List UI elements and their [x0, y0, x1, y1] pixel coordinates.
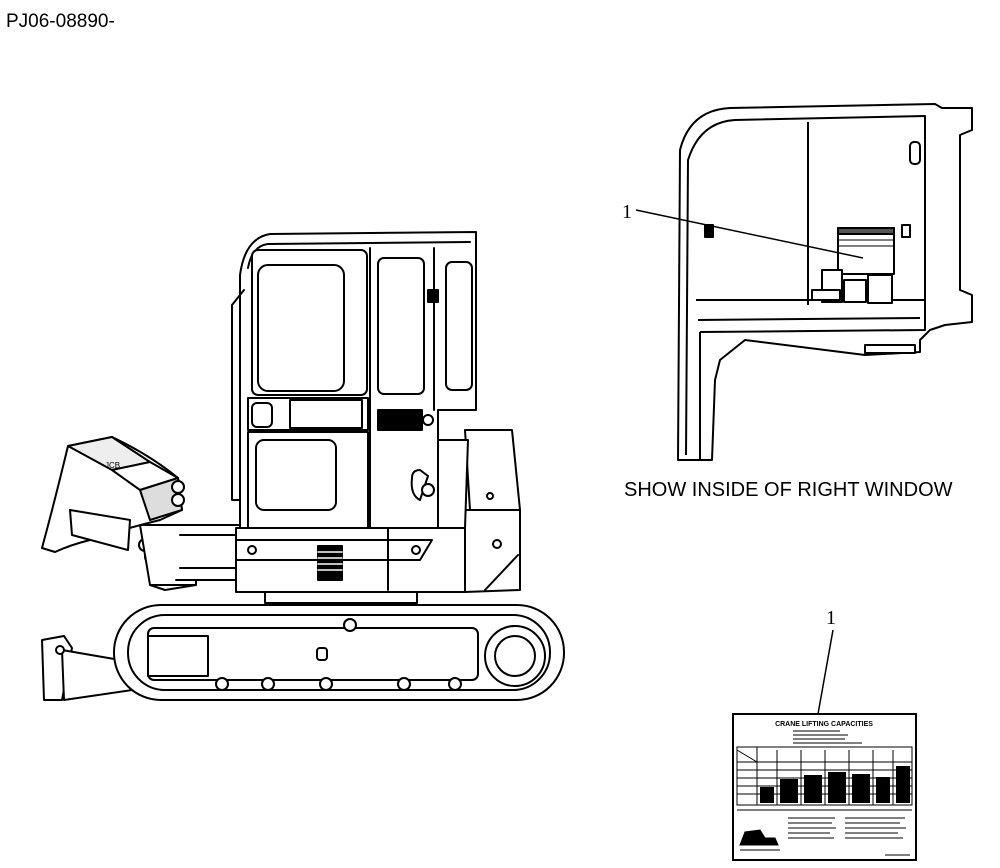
decal-location-marker — [811, 227, 895, 304]
decal-footer — [737, 809, 912, 856]
decal-fine-print — [793, 730, 862, 744]
lifting-capacity-decal: CRANE LIFTING CAPACITIES — [732, 713, 917, 861]
callout-1-top: 1 — [622, 201, 864, 259]
operator-cab — [231, 231, 477, 529]
decal-title: CRANE LIFTING CAPACITIES — [775, 721, 873, 728]
cab-interior-view — [677, 103, 973, 461]
part-number: PJ06-08890- — [6, 11, 115, 32]
callout-number-top: 1 — [622, 201, 632, 223]
view-caption: SHOW INSIDE OF RIGHT WINDOW — [624, 479, 953, 501]
track-assembly — [113, 604, 565, 701]
callout-1-bottom: 1 — [817, 607, 836, 715]
boom-arm: JCB — [41, 436, 241, 591]
boom-badge: JCB — [105, 461, 120, 470]
decal-table-values — [760, 766, 910, 803]
upper-structure — [235, 429, 521, 604]
decal-table — [736, 746, 913, 806]
callout-number-bottom: 1 — [826, 607, 836, 629]
excavator-side-view: JCB — [41, 231, 565, 701]
